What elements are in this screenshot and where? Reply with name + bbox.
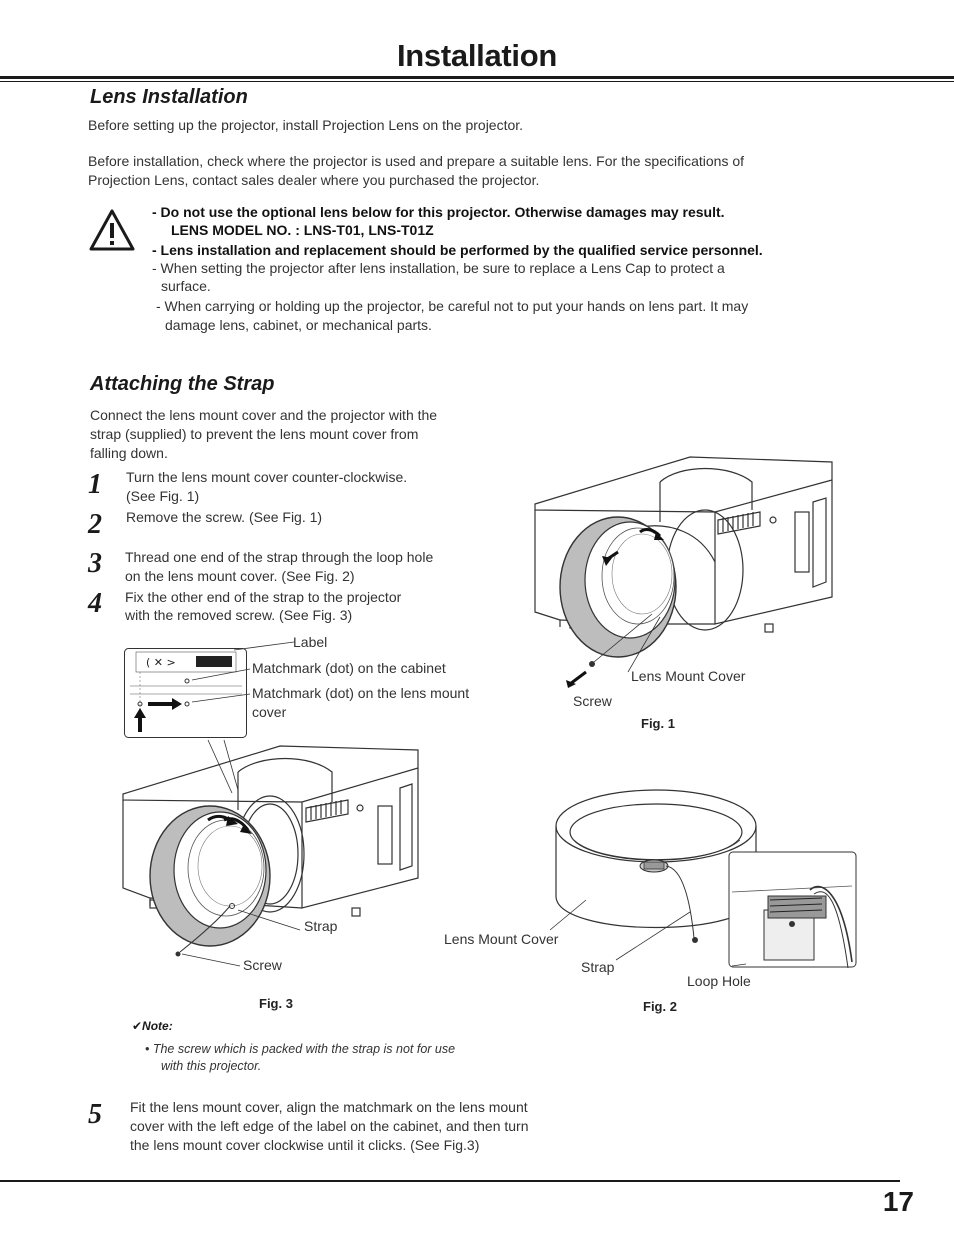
strap-heading: Attaching the Strap: [90, 373, 275, 395]
step-text: Turn the lens mount cover counter-clockw…: [126, 469, 408, 485]
step-text: with the removed screw. (See Fig. 3): [125, 607, 353, 623]
strap-intro-line1: Connect the lens mount cover and the pro…: [90, 407, 438, 423]
note-heading: ✔Note:: [132, 1019, 173, 1033]
fig3-matchmark-lens-label-line2: cover: [252, 704, 287, 720]
warning-1: - Do not use the optional lens below for…: [152, 204, 725, 220]
fig2-loop-hole-label: Loop Hole: [687, 973, 751, 989]
fig3-leader-lines: [191, 641, 295, 703]
fig1-caption: Fig. 1: [641, 716, 675, 731]
page-title: Installation: [396, 38, 558, 73]
warning-3-line2: surface.: [161, 278, 211, 294]
warning-4-line2: damage lens, cabinet, or mechanical part…: [165, 317, 432, 333]
lens-installation-heading: Lens Installation: [90, 86, 248, 108]
lens-installation-para2-line1: Before installation, check where the pro…: [88, 153, 745, 169]
fig2-lens-mount-cover-illustration: [549, 789, 857, 969]
step-text: (See Fig. 1): [126, 488, 200, 504]
warning-triangle-icon: [89, 209, 135, 251]
strap-intro-line3: falling down.: [90, 445, 168, 461]
step-text: cover with the left edge of the label on…: [130, 1118, 529, 1134]
fig3-screw-label: Screw: [243, 957, 282, 973]
fig1-projector-illustration: [534, 456, 833, 688]
step-number: 3: [88, 548, 102, 579]
note-line1: • The screw which is packed with the str…: [145, 1042, 456, 1056]
fig3-strap-label: Strap: [304, 918, 338, 934]
header-rule: [0, 76, 954, 79]
svg-text:( ✕ >: ( ✕ >: [146, 656, 176, 669]
fig3-projector-illustration: [122, 739, 419, 967]
warning-2: - Lens installation and replacement shou…: [152, 242, 763, 258]
fig1-lens-mount-cover-label: Lens Mount Cover: [631, 668, 746, 684]
step-number: 4: [88, 588, 102, 619]
fig2-strap-label: Strap: [581, 959, 615, 975]
step-text: Fit the lens mount cover, align the matc…: [130, 1099, 528, 1115]
fig3-matchmark-lens-label-line1: Matchmark (dot) on the lens mount: [252, 685, 470, 701]
lens-installation-para2-line2: Projection Lens, contact sales dealer wh…: [88, 172, 540, 188]
header-rule-thin: [0, 81, 954, 82]
page-number: 17: [882, 1186, 914, 1217]
step-number: 2: [88, 509, 102, 540]
warning-1-model: LENS MODEL NO. : LNS-T01, LNS-T01Z: [171, 222, 434, 238]
fig2-caption: Fig. 2: [643, 999, 677, 1014]
lens-installation-para1: Before setting up the projector, install…: [88, 117, 524, 133]
strap-intro-line2: strap (supplied) to prevent the lens mou…: [90, 426, 419, 442]
fig3-label-closeup: ( ✕ >: [124, 648, 247, 738]
step-text: Remove the screw. (See Fig. 1): [126, 509, 323, 525]
warning-4-line1: - When carrying or holding up the projec…: [156, 298, 749, 314]
footer-rule: [0, 1180, 900, 1182]
note-line2: with this projector.: [161, 1059, 262, 1073]
step-text: on the lens mount cover. (See Fig. 2): [125, 568, 355, 584]
step-number: 5: [88, 1099, 102, 1130]
fig3-matchmark-cabinet-label: Matchmark (dot) on the cabinet: [252, 660, 446, 676]
warning-3-line1: - When setting the projector after lens …: [152, 260, 725, 276]
fig2-lens-mount-cover-label: Lens Mount Cover: [444, 931, 559, 947]
step-text: the lens mount cover clockwise until it …: [130, 1137, 480, 1153]
step-text: Thread one end of the strap through the …: [125, 549, 434, 565]
fig1-screw-label: Screw: [573, 693, 612, 709]
fig3-label-label: Label: [293, 634, 328, 650]
step-number: 1: [88, 469, 102, 500]
fig3-caption: Fig. 3: [259, 996, 293, 1011]
step-text: Fix the other end of the strap to the pr…: [125, 589, 402, 605]
